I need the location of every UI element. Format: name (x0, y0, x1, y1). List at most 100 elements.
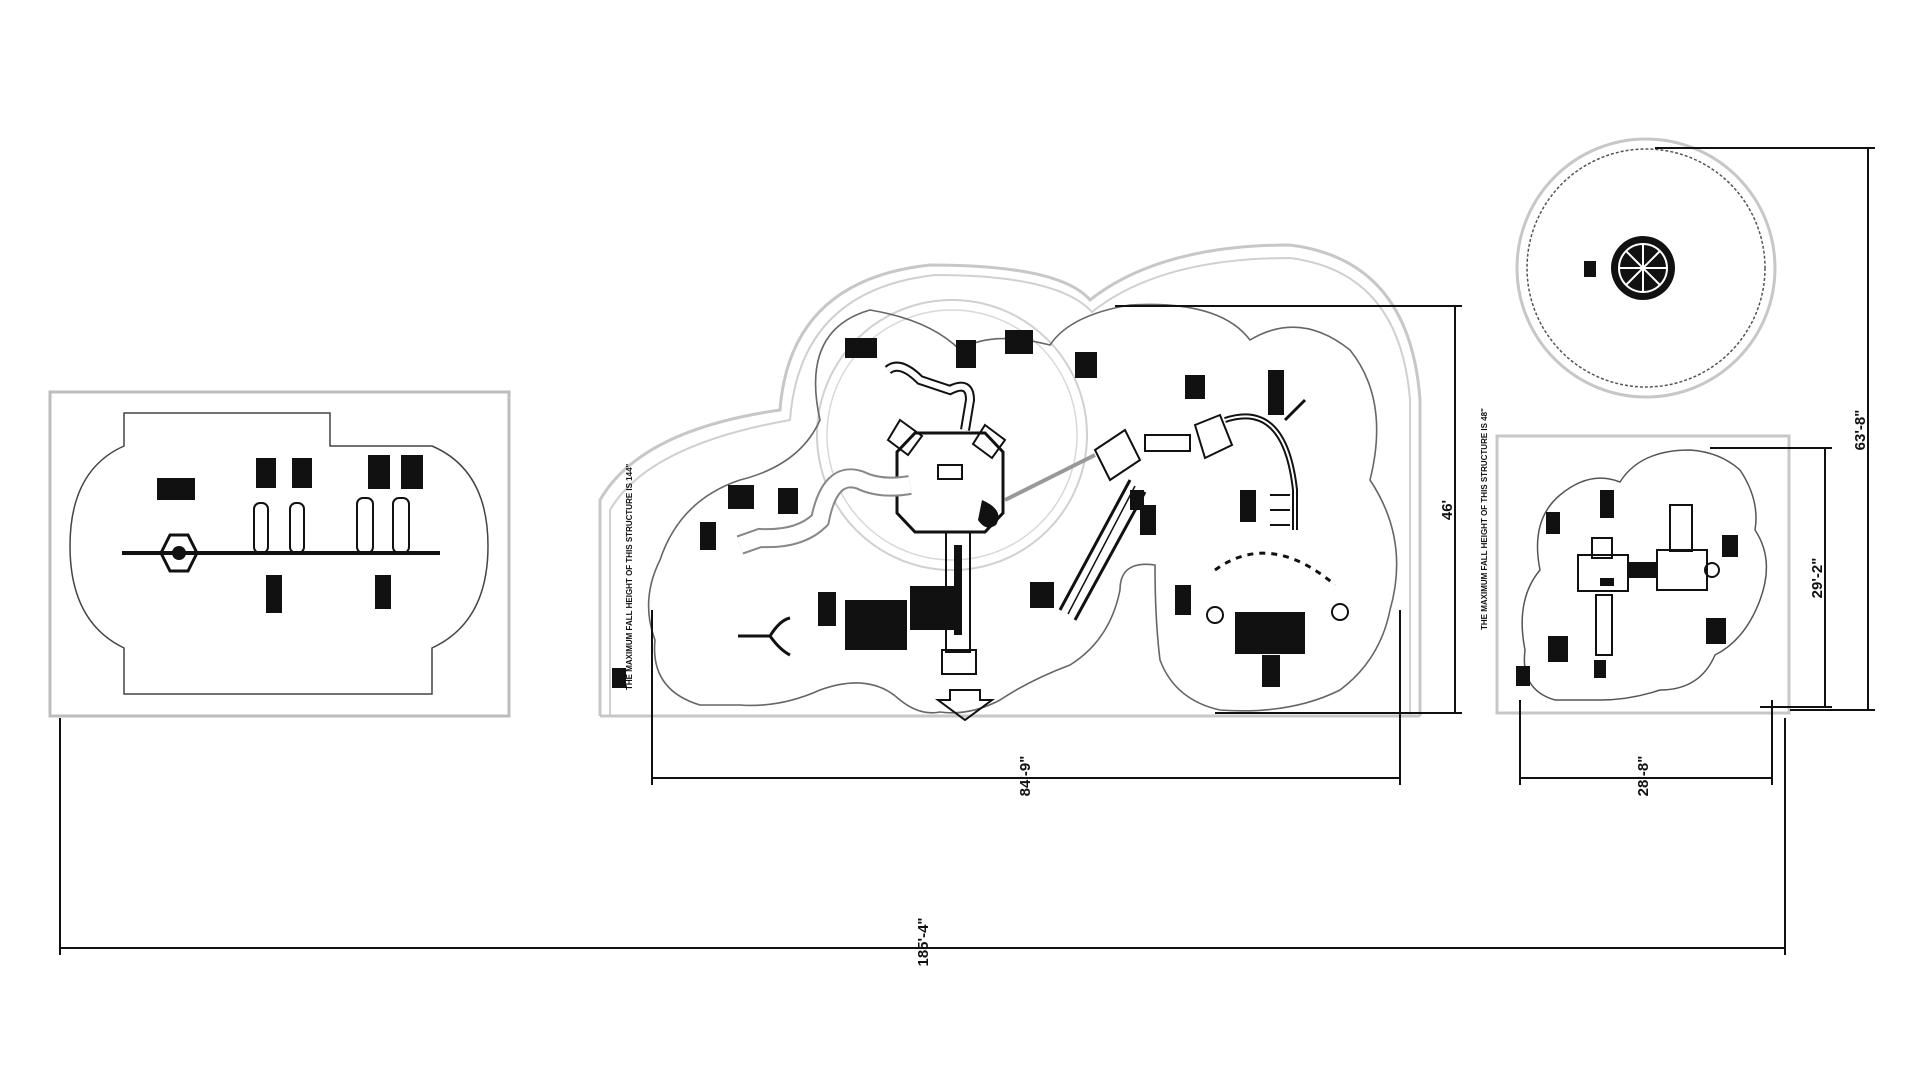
tower-roof-segment (971, 423, 1007, 460)
callout-label (1262, 655, 1280, 687)
callout-label (778, 488, 798, 514)
straight-slide-rails (1058, 479, 1147, 621)
toddler-deck-right (1656, 549, 1708, 591)
callout-label (157, 478, 195, 500)
small-width-label: 28'-8" (1635, 756, 1652, 797)
main-width-label: 84'-9" (1017, 756, 1034, 797)
spinner-spokes (1619, 244, 1667, 292)
bridge-lower-platform (941, 649, 977, 675)
stepping-pod (1206, 606, 1224, 624)
callout-label (1546, 512, 1560, 534)
callout-label (1600, 490, 1614, 518)
callout-label (728, 485, 754, 509)
stepping-pod (1331, 603, 1349, 621)
deck-two (1093, 428, 1142, 482)
main-height-label: 46' (1439, 500, 1456, 520)
callout-label (401, 455, 423, 489)
hex-spinner-hub (172, 546, 186, 560)
post-2 (289, 502, 305, 554)
left-callout-labels (157, 455, 423, 613)
callout-label (1005, 330, 1033, 354)
tower-roof-cap (978, 500, 999, 528)
callout-label (266, 575, 282, 613)
post-1 (253, 502, 269, 554)
toddler-area-boundary (1495, 434, 1791, 715)
main-tower-deck (895, 431, 1005, 534)
spinner-area (1515, 137, 1777, 399)
toddler-tunnel (1669, 504, 1693, 552)
callout-label (375, 575, 391, 609)
left-area-boundary (48, 390, 511, 718)
overall-width-label: 185'-4" (915, 917, 932, 966)
callout-label (700, 522, 716, 550)
left-safety-surface (69, 412, 489, 695)
climbing-net-upper (910, 586, 960, 630)
spiral-slide-inner (886, 363, 974, 431)
dimension-lines (59, 147, 1875, 955)
tube-slide-interior (737, 470, 912, 553)
north-marker (612, 668, 626, 688)
toddler-deck-roof (1591, 537, 1613, 559)
center-ring-outer (816, 299, 1088, 571)
main-area-inner-boundary (609, 256, 1411, 716)
tower-center-panel (937, 464, 963, 480)
spinner-safety-surface (1526, 148, 1766, 388)
callout-label (956, 340, 976, 368)
callout-label (1140, 505, 1156, 535)
toddler-callout-labels (1516, 490, 1738, 686)
callout-label (1548, 636, 1568, 662)
callout-label (1030, 582, 1054, 608)
callout-label (1584, 261, 1596, 277)
antenna-pole (1283, 398, 1307, 422)
spinner-area-outer-ring (1515, 137, 1777, 399)
callout-label (1706, 618, 1726, 644)
callout-label (1185, 375, 1205, 399)
main-callout-labels (700, 330, 1284, 687)
post-3 (356, 497, 374, 554)
callout-label (845, 338, 877, 358)
callout-label (1722, 535, 1738, 557)
tower-roof-segment (886, 418, 924, 457)
callout-label (818, 592, 836, 626)
right-total-height-label: 63'-8" (1852, 410, 1869, 451)
main-area-outer-boundary (598, 243, 1422, 716)
deck-three (1193, 413, 1234, 460)
callout-label (1075, 352, 1097, 378)
balance-drum (1235, 612, 1305, 654)
center-ring-inner (826, 309, 1078, 561)
straight-slide-bed (1067, 485, 1136, 615)
small-height-label: 29'-2" (1809, 558, 1826, 599)
callout-label (1594, 660, 1606, 678)
toddler-slide (1595, 594, 1613, 656)
main-safety-surface (647, 303, 1398, 714)
ladder-rungs (1270, 494, 1290, 526)
main-fall-height-note: THE MAXIMUM FALL HEIGHT OF THIS STRUCTUR… (625, 463, 634, 690)
toddler-bridge (1628, 562, 1656, 578)
y-ladder (738, 616, 791, 657)
post-4 (392, 497, 410, 554)
callout-label (1516, 666, 1530, 686)
toddler-steering-panel (1704, 562, 1720, 578)
climbing-net (845, 600, 907, 650)
hex-spinner (159, 533, 199, 573)
arch-climber (1224, 413, 1298, 530)
callout-label (292, 458, 312, 488)
toddler-deck-panel (1600, 578, 1614, 586)
ring-trail (1214, 551, 1336, 587)
toddler-play-area: THE MAXIMUM FALL HEIGHT OF THIS STRUCTUR… (1480, 408, 1791, 715)
left-play-area (48, 390, 511, 718)
toddler-fall-height-note: THE MAXIMUM FALL HEIGHT OF THIS STRUCTUR… (1480, 408, 1489, 630)
main-play-area: THE MAXIMUM FALL HEIGHT OF THIS STRUCTUR… (598, 243, 1422, 722)
connector-bridge (1144, 434, 1191, 452)
entry-arrow (934, 689, 996, 722)
callout-label (1268, 370, 1284, 415)
callout-label (1240, 490, 1256, 522)
callout-label (368, 455, 390, 489)
zipline-cable (1004, 453, 1096, 502)
callout-label (1175, 585, 1191, 615)
toddler-safety-surface (1521, 449, 1768, 701)
arch-climber-inner (1224, 415, 1296, 530)
callout-label (256, 458, 276, 488)
